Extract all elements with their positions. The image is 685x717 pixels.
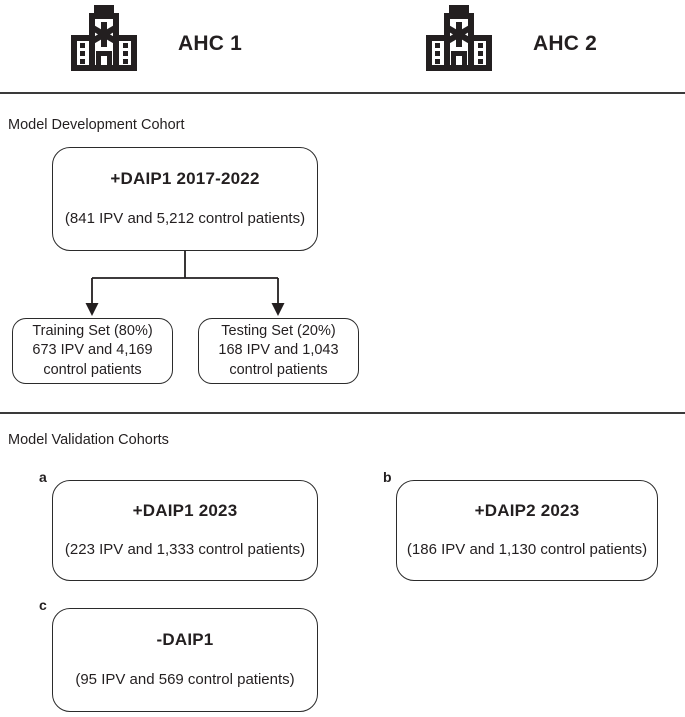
site-label-ahc-2: AHC 2 [533, 32, 598, 55]
hospital-icon [68, 5, 140, 77]
section-divider-top [0, 92, 685, 94]
node-line-2: 673 IPV and 4,169 [32, 342, 153, 359]
node-development-root: +DAIP1 2017-2022 (841 IPV and 5,212 cont… [52, 147, 318, 251]
hospital-icon [423, 5, 495, 77]
node-title: +DAIP1 2023 [132, 500, 238, 520]
node-subtitle: (186 IPV and 1,130 control patients) [406, 541, 648, 559]
arrowhead-left [85, 303, 99, 316]
node-line-1: Testing Set (20%) [221, 322, 336, 339]
panel-letter-a: a [39, 469, 47, 485]
panel-letter-c: c [39, 597, 47, 613]
node-training-set: Training Set (80%) 673 IPV and 4,169 con… [12, 318, 173, 384]
section-caption-validation: Model Validation Cohorts [8, 432, 169, 448]
arrowhead-right [271, 303, 285, 316]
node-testing-set: Testing Set (20%) 168 IPV and 1,043 cont… [198, 318, 359, 384]
node-title: -DAIP1 [156, 630, 214, 650]
node-subtitle: (841 IPV and 5,212 control patients) [64, 209, 306, 227]
section-divider-middle [0, 412, 685, 414]
site-label-ahc-1: AHC 1 [178, 32, 243, 55]
node-validation-daip1-2023: +DAIP1 2023 (223 IPV and 1,333 control p… [52, 480, 318, 581]
node-title: +DAIP1 2017-2022 [110, 169, 260, 189]
node-line-2: 168 IPV and 1,043 [218, 342, 339, 359]
node-validation-minus-daip1: -DAIP1 (95 IPV and 569 control patients) [52, 608, 318, 712]
node-subtitle: (95 IPV and 569 control patients) [75, 670, 295, 688]
node-line-3: control patients [229, 361, 328, 378]
node-subtitle: (223 IPV and 1,333 control patients) [64, 541, 306, 559]
node-title: +DAIP2 2023 [474, 500, 580, 520]
node-line-3: control patients [43, 361, 142, 378]
section-caption-development: Model Development Cohort [8, 117, 185, 133]
panel-letter-b: b [383, 469, 392, 485]
node-line-1: Training Set (80%) [32, 322, 153, 339]
node-validation-daip2-2023: +DAIP2 2023 (186 IPV and 1,130 control p… [396, 480, 658, 581]
